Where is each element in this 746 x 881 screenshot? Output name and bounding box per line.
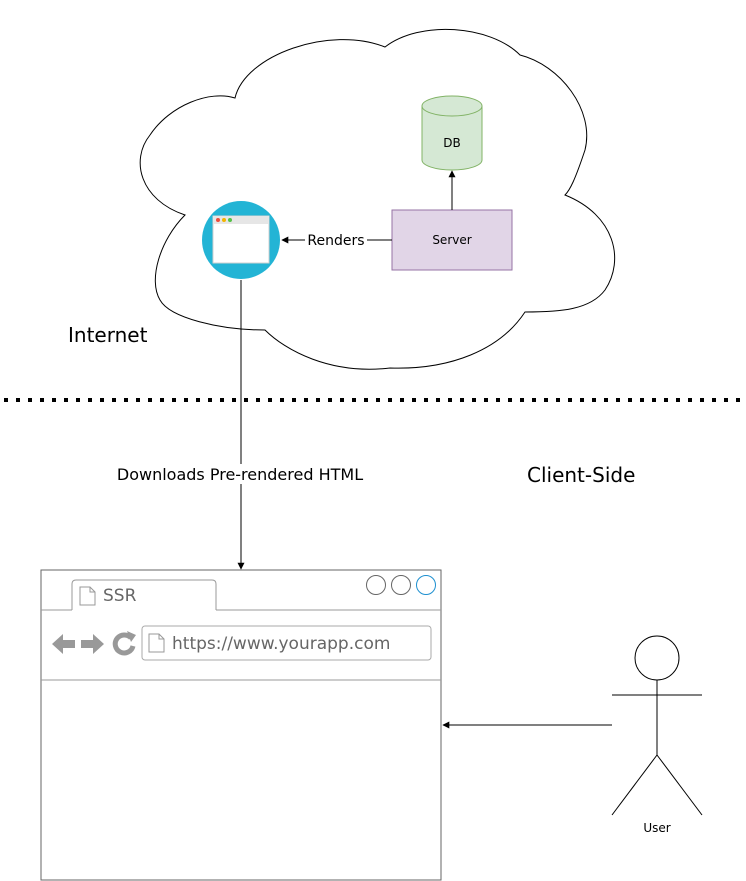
address-bar[interactable]: https://www.yourapp.com [141,625,432,661]
downloads-label: Downloads Pre-rendered HTML [117,465,363,484]
internet-cloud [139,28,616,370]
minimize-button[interactable] [366,575,386,595]
tab-ssr[interactable]: SSR [71,579,217,610]
db-label: DB [443,136,460,150]
back-arrow-icon[interactable] [52,634,75,654]
browser-window: SSR https://www.yourapp.com [40,569,442,881]
rendered-page-icon [202,201,280,279]
tab-title: SSR [103,586,137,606]
internet-zone-label: Internet [68,323,148,347]
page-icon [79,586,96,606]
renders-label: Renders [307,233,364,249]
db-node[interactable]: DB [421,95,483,171]
user-label: User [643,821,670,835]
maximize-button[interactable] [391,575,411,595]
url-page-icon [148,633,165,653]
server-label: Server [432,233,471,247]
url-text: https://www.yourapp.com [172,634,390,654]
forward-arrow-icon[interactable] [81,634,104,654]
reload-icon[interactable] [112,631,136,656]
user-actor [611,635,703,816]
server-node[interactable]: Server [391,209,513,271]
client-zone-label: Client-Side [527,463,635,487]
close-button[interactable] [416,575,436,595]
